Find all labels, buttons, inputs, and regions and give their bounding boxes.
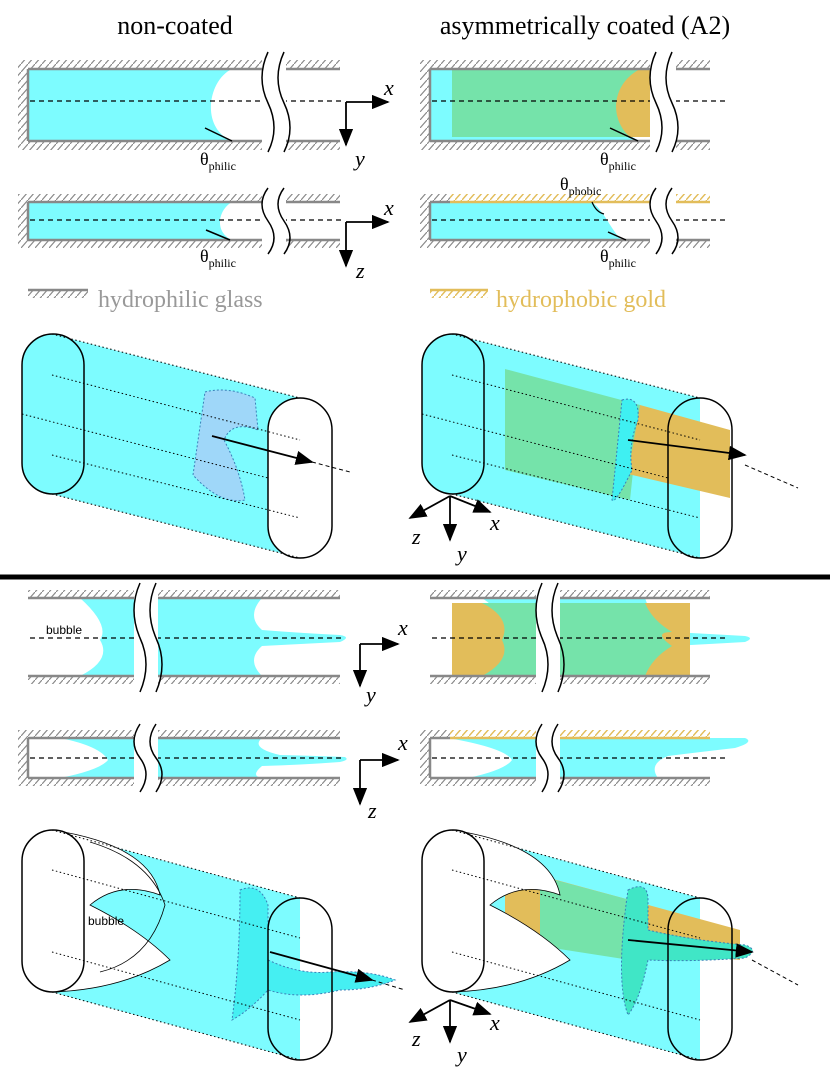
axis-x-label: x: [397, 615, 408, 640]
panel-noncoated-xz: θphilic: [18, 187, 345, 270]
panel-noncoated-xz-bubble: [18, 723, 347, 793]
panel-coated-xz-bubble: [420, 723, 749, 793]
channel-inlet-end: [421, 333, 485, 495]
theta-philic-label: θphilic: [600, 246, 636, 270]
panel-coated-xy-bubble: [430, 582, 750, 693]
theta-philic-label: θphilic: [200, 246, 236, 270]
legend-glass-swatch: [28, 290, 88, 298]
liquid-water: [80, 598, 346, 676]
glass-wall-bottom: [28, 141, 340, 150]
channel-inlet-end: [21, 333, 85, 495]
break-mark: [133, 723, 163, 793]
axis-xz-bottom: x z: [352, 730, 408, 823]
channel-outlet-end: [267, 397, 333, 559]
axis-xz-top: x z: [338, 195, 394, 283]
break-mark: [261, 51, 291, 153]
flow-arrow: [627, 939, 754, 958]
theta-philic-label: θphilic: [200, 149, 236, 173]
axis-y-label: y: [353, 146, 365, 171]
axis-y-label: y: [455, 541, 467, 566]
meniscus-tail: [621, 886, 753, 1017]
break-gap: [262, 55, 286, 155]
liquid-body: [52, 334, 300, 558]
flow-arrow: [211, 435, 314, 465]
meniscus-tail: [231, 887, 397, 1021]
axis-z-label: z: [411, 524, 421, 549]
legend: hydrophilic glass hydrophobic gold: [28, 287, 666, 313]
gold-overlap-region: [505, 369, 640, 500]
axis-xy-top: x y: [338, 75, 394, 171]
break-mark: [649, 51, 679, 153]
legend-glass-label: hydrophilic glass: [98, 287, 263, 313]
gold-patch: [645, 603, 690, 676]
panel-noncoated-xy-bubble: bubble: [28, 582, 346, 693]
gold-overlap-region: [540, 876, 630, 960]
glass-wall-top: [28, 60, 340, 69]
axis-xy-bottom: x y: [352, 615, 408, 707]
panel-coated-3d: [421, 333, 799, 559]
bubble-label: bubble: [46, 623, 82, 637]
contact-angle-tangent: [204, 127, 233, 142]
channel-inlet-end: [21, 829, 85, 993]
legend-gold-swatch: [430, 290, 488, 298]
liquid-water: [28, 69, 232, 141]
break-mark: [535, 582, 565, 693]
glass-wall-end: [18, 60, 28, 150]
flow-arrow: [269, 951, 374, 983]
axis-y-label: y: [455, 1042, 467, 1067]
axis-x-label: x: [489, 1010, 500, 1035]
axis-z-label: z: [411, 1026, 421, 1051]
axis-z-label: z: [367, 798, 377, 823]
panel-noncoated-xy: θphilic: [18, 51, 345, 173]
axis-y-label: y: [364, 682, 376, 707]
axis-x-label: x: [383, 75, 394, 100]
theta-phobic-label: θphobic: [560, 174, 601, 198]
axis-3d-top: x z y: [408, 495, 500, 566]
panel-coated-3d-bubble: [421, 829, 799, 1061]
axis-x-label: x: [397, 730, 408, 755]
axis-x-label: x: [489, 510, 500, 535]
panel-noncoated-3d: [21, 333, 351, 559]
break-mark: [649, 187, 679, 255]
panel-noncoated-3d-bubble: bubble: [21, 829, 406, 1061]
gold-patch-bubble: [452, 603, 505, 676]
liquid-water: [430, 202, 622, 240]
axis-z-label: z: [355, 258, 365, 283]
theta-philic-label: θphilic: [600, 149, 636, 173]
header-non-coated: non-coated: [117, 11, 233, 40]
break-mark: [535, 723, 565, 793]
panel-coated-xz: θphobic θphilic: [420, 174, 728, 270]
legend-gold-label: hydrophobic gold: [496, 287, 666, 313]
flow-arrow: [627, 439, 747, 461]
channel-inlet-end: [421, 829, 485, 993]
liquid-water: [28, 202, 232, 240]
gold-wall-top: [450, 194, 710, 202]
header-asymmetric: asymmetrically coated (A2): [440, 11, 730, 40]
bubble-label: bubble: [88, 914, 124, 928]
axis-3d-bottom: x z y: [408, 999, 500, 1067]
panel-coated-xy: θphilic: [420, 51, 728, 173]
axis-x-label: x: [383, 195, 394, 220]
break-mark: [133, 582, 163, 693]
meniscus-surface: [611, 398, 639, 502]
break-mark: [261, 187, 291, 255]
